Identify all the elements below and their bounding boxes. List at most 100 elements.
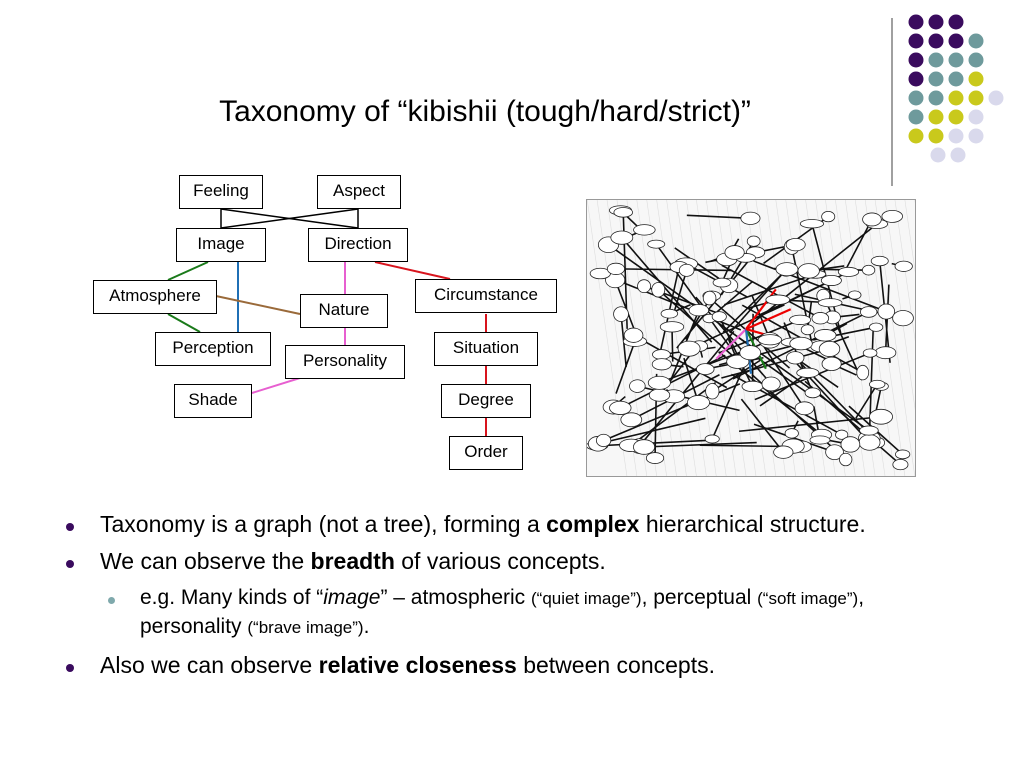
decorative-dot xyxy=(988,90,1004,106)
graph-node xyxy=(633,224,656,236)
graph-edge xyxy=(597,417,706,445)
graph-node xyxy=(696,363,715,375)
graph-node xyxy=(746,235,761,247)
node-atmosphere: Atmosphere xyxy=(93,280,217,314)
graph-node xyxy=(620,412,643,428)
graph-node xyxy=(712,277,732,288)
graph-node xyxy=(858,434,881,451)
graph-edge xyxy=(709,297,790,369)
graph-node xyxy=(651,358,672,371)
graph-edge xyxy=(630,381,717,446)
graph-node xyxy=(862,212,882,227)
graph-edge xyxy=(621,237,713,343)
decorative-dot xyxy=(968,109,984,125)
graph-node xyxy=(789,336,813,351)
graph-edge xyxy=(615,341,636,394)
graph-node xyxy=(892,458,909,471)
decorative-dot xyxy=(928,33,944,49)
graph-node xyxy=(825,444,844,460)
graph-node xyxy=(740,211,761,225)
graph-node xyxy=(892,310,914,327)
graph-node xyxy=(609,400,632,415)
graph-node xyxy=(821,211,836,223)
bullet-dot xyxy=(66,523,74,531)
graph-node xyxy=(613,306,629,322)
graph-node xyxy=(623,327,644,343)
graph-node xyxy=(688,304,710,317)
graph-node xyxy=(606,262,625,275)
graph-grid-line xyxy=(696,200,737,476)
graph-node xyxy=(835,429,849,440)
sub-bullet-dot xyxy=(108,597,115,604)
decorative-dot-grid xyxy=(891,14,1004,186)
graph-edge xyxy=(740,398,784,453)
node-shade: Shade xyxy=(174,384,252,418)
graph-grid-line xyxy=(904,200,915,273)
edge-atmosphere-perception xyxy=(167,313,201,333)
graph-grid-line xyxy=(676,200,717,476)
decorative-dot xyxy=(908,109,924,125)
graph-node xyxy=(814,329,837,342)
taxonomy-edges xyxy=(167,208,487,436)
graph-edge xyxy=(762,344,806,409)
graph-node xyxy=(659,321,685,333)
graph-grid-line xyxy=(854,200,896,476)
graph-node xyxy=(704,434,720,444)
graph-node xyxy=(869,408,893,425)
decorative-dot xyxy=(948,71,964,87)
graph-node xyxy=(800,324,815,336)
graph-node xyxy=(705,383,720,400)
graph-edge xyxy=(759,372,809,407)
graph-edge xyxy=(804,380,901,466)
graph-node xyxy=(811,312,830,325)
graph-grid-line xyxy=(864,200,906,476)
decorative-dot xyxy=(948,52,964,68)
graph-node xyxy=(794,401,815,416)
graph-edge xyxy=(608,244,757,351)
graph-edge xyxy=(759,279,832,316)
decorative-dot xyxy=(928,90,944,106)
graph-node xyxy=(817,298,843,308)
graph-node xyxy=(869,379,886,389)
graph-node xyxy=(877,303,896,320)
edge-direction-circumstance xyxy=(374,261,451,280)
decorative-dot xyxy=(968,52,984,68)
graph-edge xyxy=(718,319,801,354)
graph-node xyxy=(678,263,695,277)
graph-node xyxy=(775,262,799,277)
graph-edge xyxy=(722,268,788,333)
graph-edge xyxy=(633,334,728,389)
graph-grid-line xyxy=(706,200,747,476)
node-order: Order xyxy=(449,436,523,470)
graph-edge xyxy=(643,441,757,448)
graph-grid-line xyxy=(636,200,677,476)
graph-node xyxy=(870,255,889,267)
graph-edge xyxy=(671,326,674,362)
decorative-dot xyxy=(908,128,924,144)
graph-node xyxy=(785,237,806,252)
bullet-list: Taxonomy is a graph (not a tree), formin… xyxy=(60,510,940,688)
graph-node xyxy=(804,387,821,399)
graph-node xyxy=(637,279,651,294)
decorative-dot xyxy=(930,147,946,163)
edge-atmosphere-nature xyxy=(215,295,301,315)
graph-node xyxy=(859,306,878,318)
graph-grid-line xyxy=(815,200,856,476)
graph-node xyxy=(765,294,791,305)
decorative-dot xyxy=(928,71,944,87)
graph-node xyxy=(786,351,805,365)
decorative-dot xyxy=(908,90,924,106)
decorative-dot xyxy=(928,109,944,125)
graph-node xyxy=(820,274,842,286)
graph-node xyxy=(686,395,710,411)
node-circumstance: Circumstance xyxy=(415,279,557,313)
graph-node xyxy=(799,219,824,229)
graph-node xyxy=(595,433,612,448)
graph-node xyxy=(881,209,903,223)
graph-node xyxy=(610,230,634,245)
graph-node xyxy=(862,348,878,358)
graph-node xyxy=(645,452,665,464)
graph-node xyxy=(724,245,745,260)
graph-grid-line xyxy=(626,200,667,476)
slide-title: Taxonomy of “kibishii (tough/hard/strict… xyxy=(219,95,751,128)
